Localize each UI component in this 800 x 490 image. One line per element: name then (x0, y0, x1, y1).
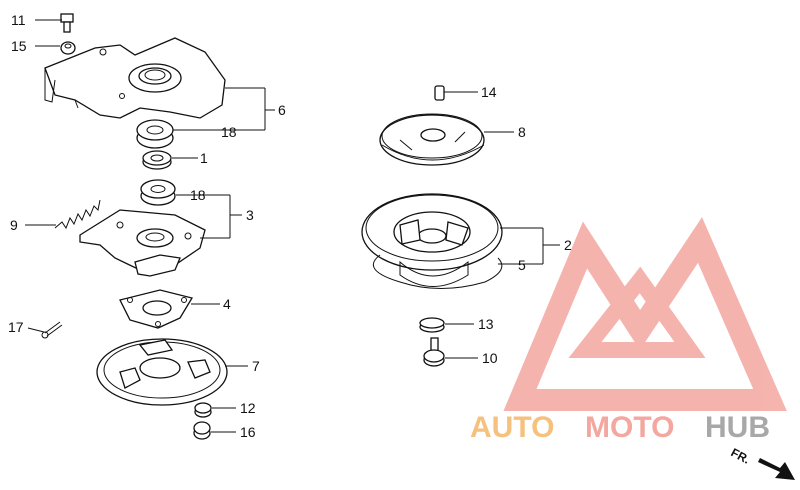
part-bearing-18-lower (140, 179, 176, 206)
part-bearing-18-upper (136, 119, 174, 149)
part-cover-plate (44, 37, 226, 119)
callout-9: 9 (10, 217, 18, 233)
part-spring-5 (372, 254, 503, 289)
front-direction-indicator: FR. (729, 445, 795, 480)
watermark-auto: AUTO (470, 411, 554, 444)
part-nut-12 (194, 402, 212, 418)
part-pin-17 (41, 321, 63, 339)
callout-12: 12 (240, 400, 256, 416)
callout-10: 10 (482, 350, 498, 366)
callout-7: 7 (252, 358, 260, 374)
callout-1: 1 (200, 150, 208, 166)
callout-2: 2 (564, 237, 572, 253)
part-pin-14 (434, 85, 445, 101)
watermark-logo (503, 217, 787, 411)
callout-4: 4 (223, 296, 231, 312)
callout-18-lower: 18 (190, 187, 206, 203)
part-cover-8 (379, 113, 485, 166)
part-nut-15 (60, 41, 76, 55)
part-seal-1 (142, 150, 172, 170)
part-washer-13 (419, 317, 445, 333)
callout-6: 6 (278, 102, 286, 118)
watermark-moto: MOTO (585, 411, 674, 444)
callout-15: 15 (11, 38, 27, 54)
fr-label: FR. (729, 445, 753, 466)
watermark-hub: HUB (705, 411, 770, 444)
callout-13: 13 (478, 316, 494, 332)
callout-labels: 11 15 6 18 1 18 3 9 4 17 7 12 16 14 8 2 … (8, 12, 572, 440)
callout-5: 5 (518, 257, 526, 273)
callout-16: 16 (240, 424, 256, 440)
part-bolt-10 (423, 337, 445, 367)
arrow-icon (758, 458, 795, 480)
callout-11: 11 (11, 12, 26, 28)
part-pulley-2 (361, 193, 503, 287)
part-ratchet-3 (79, 209, 206, 277)
leader-lines (25, 19, 560, 433)
part-spring-9 (54, 199, 101, 230)
part-bolt-11 (60, 13, 74, 33)
watermark-text: AUTO MOTO HUB (470, 411, 770, 444)
callout-17: 17 (8, 319, 24, 335)
callout-3: 3 (246, 207, 254, 223)
callout-8: 8 (518, 124, 526, 140)
callout-14: 14 (481, 84, 497, 100)
part-plate-4 (119, 289, 194, 329)
part-nut-16 (193, 421, 211, 440)
part-drive-plate-7 (96, 338, 228, 406)
callout-18-upper: 18 (221, 124, 237, 140)
